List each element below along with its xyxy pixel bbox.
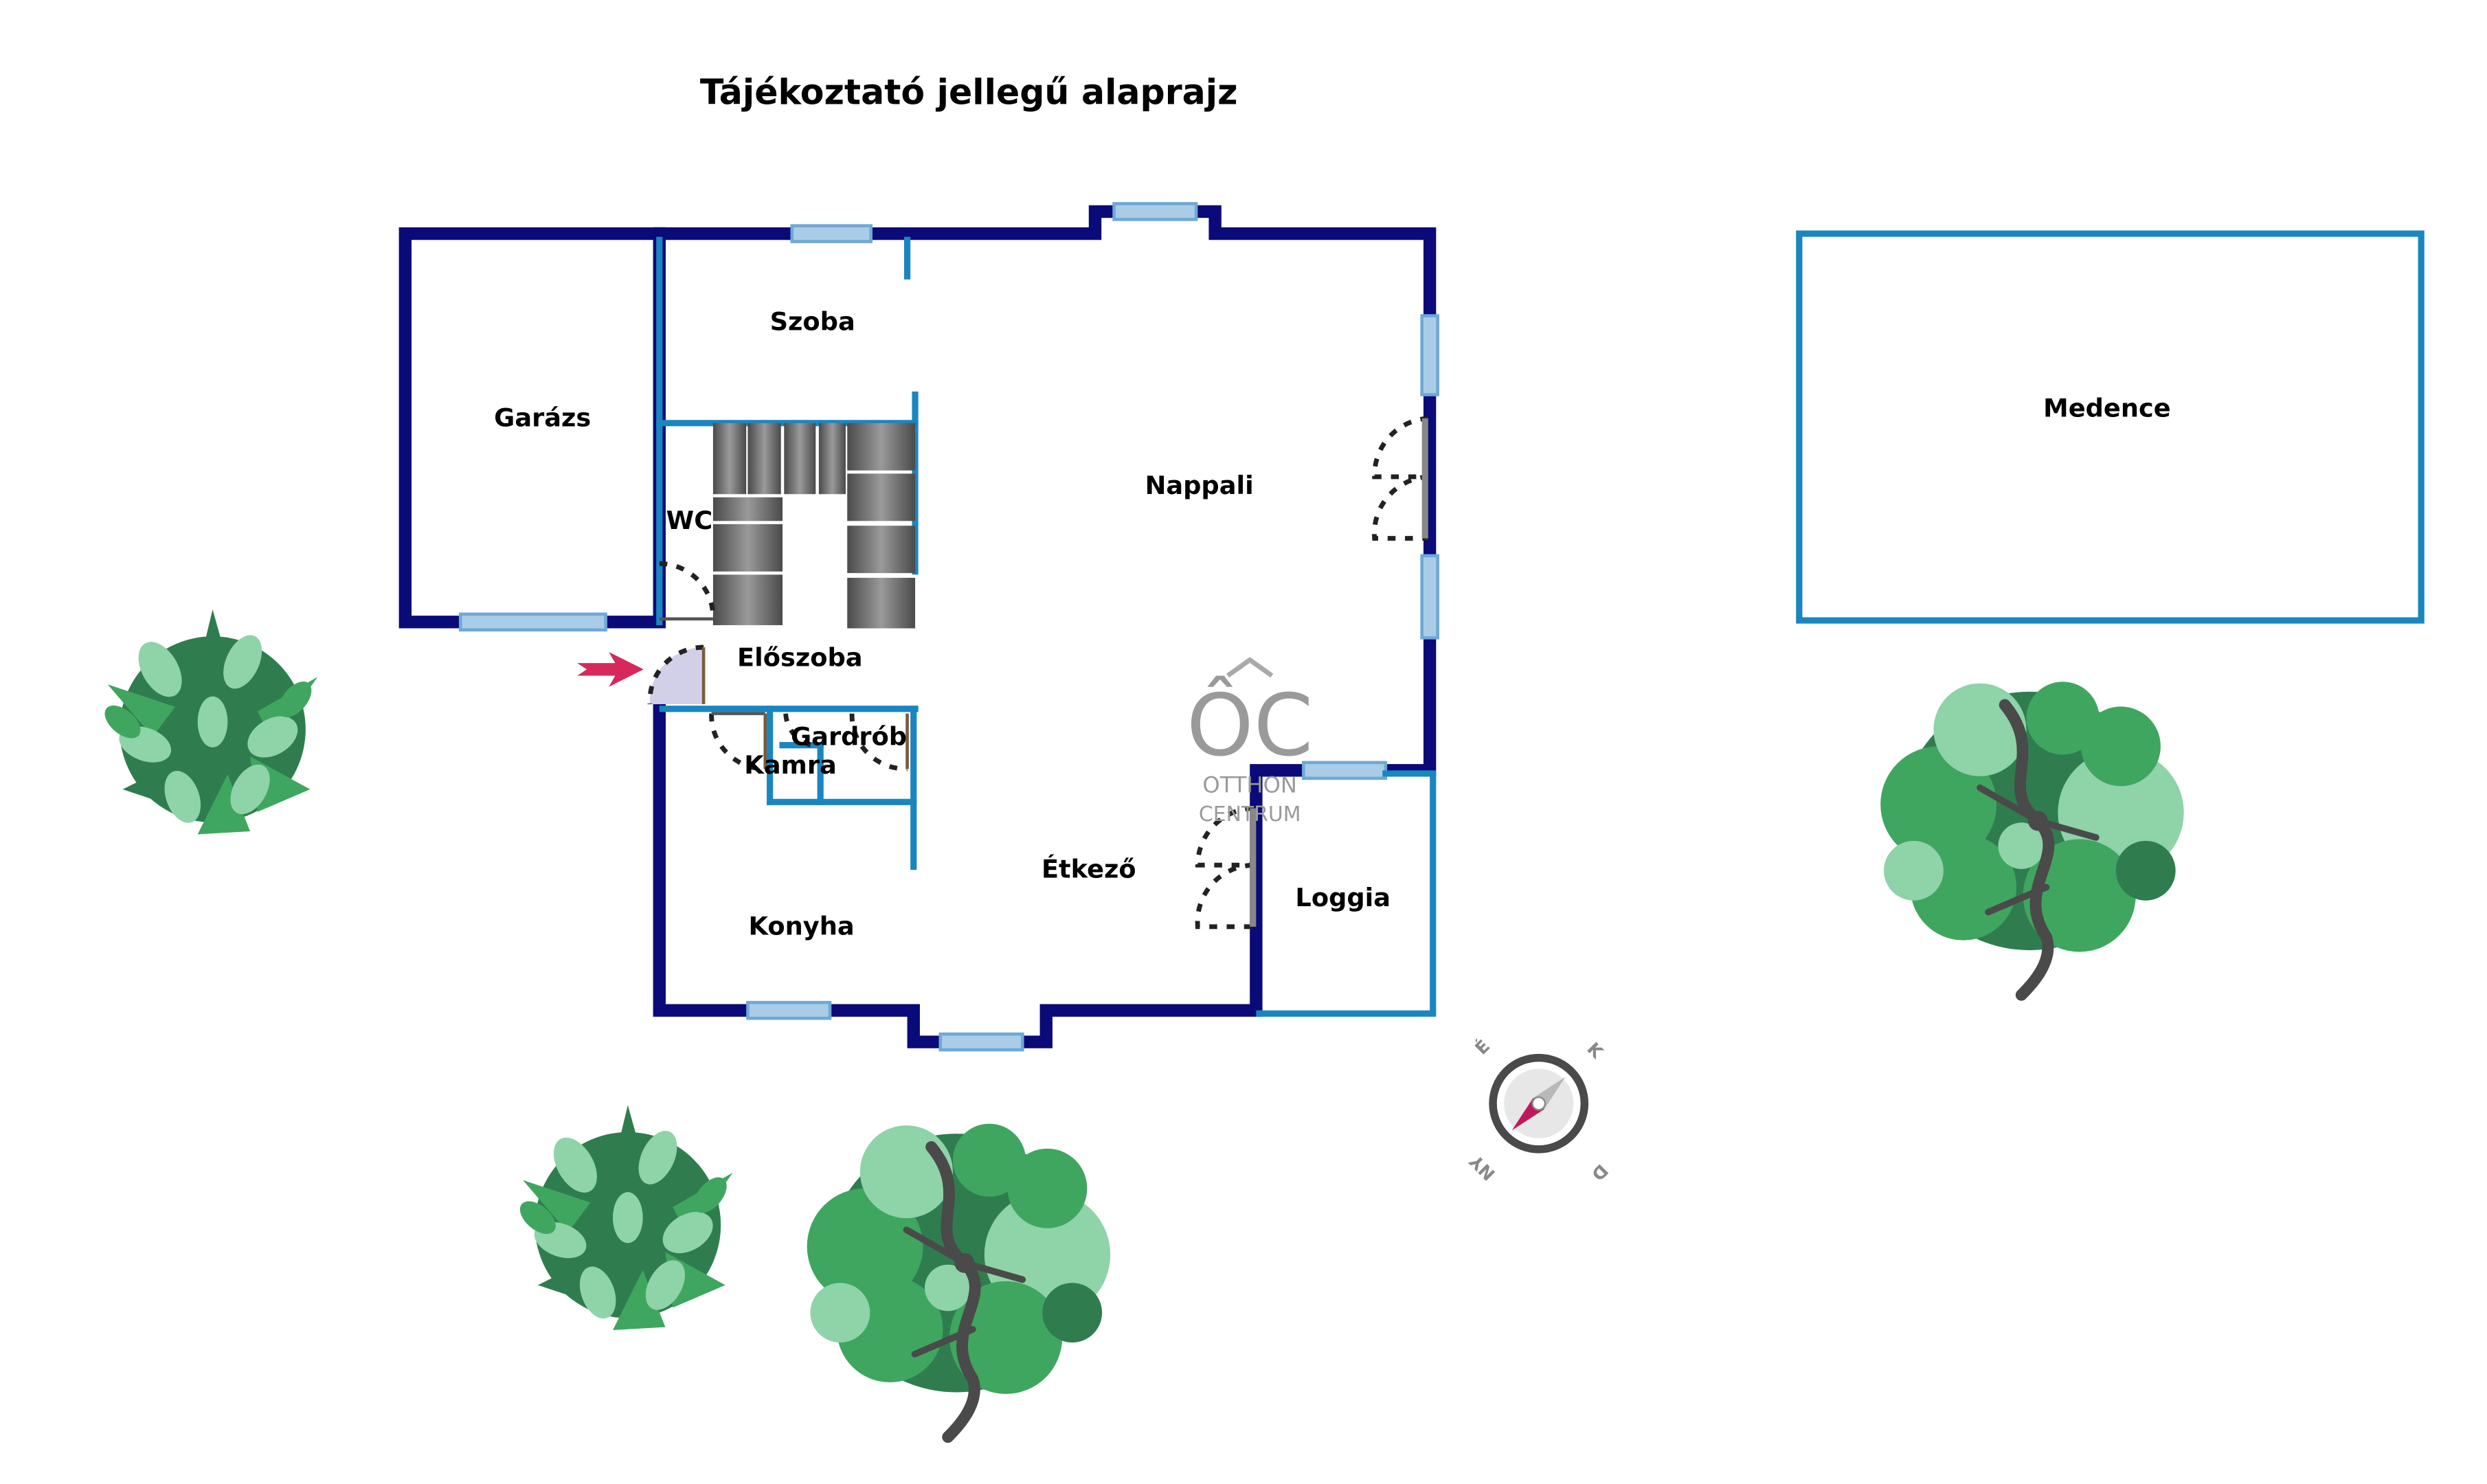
pool [1796, 230, 2424, 624]
window [1112, 202, 1198, 221]
compass-icon: É K D NY [1465, 1036, 1612, 1184]
watermark-logo: ÔC OTTHON CENTRUM [1186, 657, 1313, 827]
window [1420, 314, 1439, 396]
room-label-loggia: Loggia [1295, 883, 1391, 912]
room-label-gardrob: Gardrób [791, 722, 907, 752]
compass-west: NY [1465, 1151, 1499, 1184]
door-swing-icon [659, 561, 716, 619]
watermark-line1: OTTHON [1202, 772, 1297, 798]
room-label-nappali: Nappali [1145, 471, 1254, 500]
room-label-konyha: Konyha [749, 911, 855, 941]
watermark-line2: CENTRUM [1199, 802, 1301, 827]
room-label-kamra: Kamra [744, 750, 837, 780]
staircase [712, 423, 916, 629]
window [458, 612, 607, 632]
plant-icon [514, 1105, 733, 1330]
window [790, 224, 873, 243]
room-label-garazs: Garázs [494, 403, 591, 432]
room-label-wc: WC [666, 506, 713, 535]
room-label-medence: Medence [2043, 394, 2171, 423]
window [938, 1032, 1024, 1052]
window [746, 1000, 832, 1020]
window [1420, 554, 1439, 640]
compass-south: D [1588, 1160, 1612, 1184]
doors [647, 416, 1429, 930]
compass-north: É [1472, 1036, 1494, 1059]
entrance-arrow-icon [577, 652, 644, 687]
stair-icon [712, 423, 747, 495]
room-label-etkezo: Étkező [1042, 854, 1136, 884]
garage-area [398, 227, 666, 632]
window [1302, 761, 1388, 780]
tree-icon [1880, 682, 2184, 995]
plant-icon [98, 609, 318, 835]
compass-east: K [1583, 1039, 1607, 1063]
tree-icon [807, 1124, 1111, 1437]
room-label-szoba: Szoba [770, 306, 855, 336]
room-label-eloszoba: Előszoba [737, 643, 863, 673]
plan-title: Tájékoztató jellegű alaprajz [700, 72, 1238, 113]
watermark-logo-text: ÔC [1186, 675, 1313, 775]
